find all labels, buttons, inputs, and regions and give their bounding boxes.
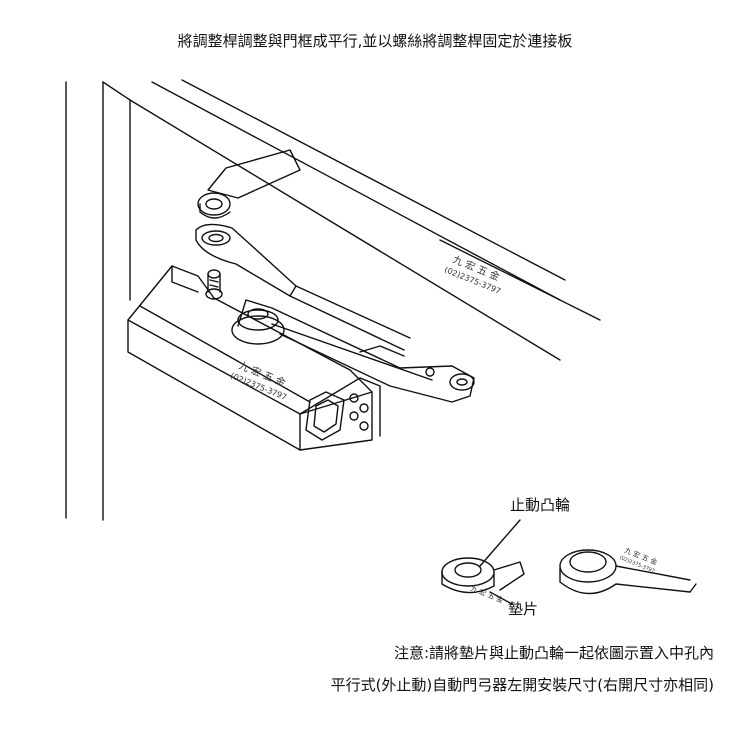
adjustment-rod — [195, 223, 411, 351]
instruction-title: 將調整桿調整與門框成平行,並以螺絲將調整桿固定於連接板 — [177, 32, 573, 50]
note-line-1: 注意:請將墊片與止動凸輪一起依圖示置入中孔內 — [393, 644, 714, 662]
stop-cam-detail — [441, 519, 525, 605]
watermark-name-4: 九 宏 五 金 — [469, 584, 505, 605]
pad-label: 墊片 — [508, 600, 539, 618]
arm-end-detail — [559, 549, 697, 595]
stop-cam-label: 止動凸輪 — [510, 496, 571, 514]
closer-body — [127, 265, 381, 451]
note-line-2: 平行式(外止動)自動門弓器左開安裝尺寸(右開尺寸亦相同) — [330, 676, 714, 694]
frame-bracket-arm — [197, 149, 301, 219]
watermark-4: 九 宏 五 金 — [469, 584, 505, 605]
screw — [205, 269, 223, 300]
watermark-2: 九 宏 五 金 (02)2375-3797 — [229, 359, 288, 402]
main-arm — [231, 299, 475, 403]
door-frame — [65, 79, 601, 521]
